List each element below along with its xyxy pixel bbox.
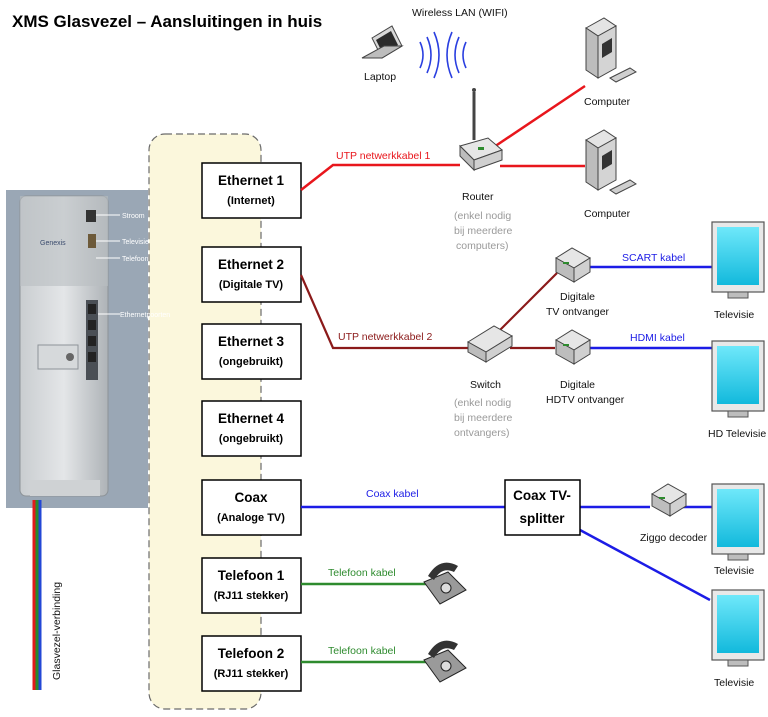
hdmi-label: HDMI kabel — [630, 332, 685, 344]
router-label: Router — [462, 191, 494, 203]
telephone-icon-1 — [423, 562, 467, 605]
utp1-cable — [300, 163, 460, 191]
port-name: Coax — [234, 490, 268, 505]
hdtv-receiver-label-1: Digitale — [560, 379, 595, 391]
coax-splitter-box — [504, 479, 581, 536]
ziggo-label: Ziggo decoder — [640, 532, 708, 544]
utp2-cable — [299, 274, 470, 350]
port-name: Ethernet 3 — [218, 334, 285, 349]
computer-icon-2 — [585, 129, 637, 195]
router-note-1: (enkel nodig — [454, 210, 511, 222]
fiber-wires — [32, 500, 42, 690]
cables — [299, 84, 712, 664]
tel1-label: Telefoon kabel — [328, 567, 396, 579]
device-label-televisie: Televisie — [122, 239, 149, 246]
port-name: Ethernet 4 — [218, 411, 285, 426]
tv-hd-label: HD Televisie — [708, 428, 766, 440]
port-box-frame — [201, 323, 302, 380]
port-box-frame — [201, 635, 302, 692]
page-title: XMS Glasvezel – Aansluitingen in huis — [12, 12, 322, 31]
port-box: Telefoon 2 (RJ11 stekker) — [201, 635, 302, 692]
port-subtitle: (Analoge TV) — [217, 512, 285, 524]
port-box: Telefoon 1 (RJ11 stekker) — [201, 557, 302, 614]
device-label-stroom: Stroom — [122, 213, 145, 220]
device-label-telefoon: Telefoon — [122, 256, 149, 263]
switch-note-2: bij meerdere — [454, 412, 513, 424]
switch-note-3: ontvangers) — [454, 427, 509, 439]
tv-receiver-label-2: TV ontvanger — [546, 306, 610, 318]
port-box: Ethernet 2 (Digitale TV) — [201, 246, 302, 303]
port-box: Ethernet 3 (ongebruikt) — [201, 323, 302, 380]
television-icon — [711, 340, 765, 418]
splitter-label-2: splitter — [519, 511, 565, 526]
switch-note-1: (enkel nodig — [454, 397, 511, 409]
port-subtitle: (RJ11 stekker) — [214, 590, 289, 602]
switch-icon — [467, 325, 513, 363]
telephone-icon-2 — [423, 640, 467, 683]
splitter-tv3-cable — [579, 528, 711, 602]
fiber-label: Glasvezel-verbinding — [51, 582, 63, 680]
ports-group: Ethernet 1 (Internet) Ethernet 2 (Digitale … — [201, 162, 302, 692]
tv3-label: Televisie — [714, 677, 754, 689]
router-note-3: computers) — [456, 240, 509, 252]
port-box: Ethernet 1 (Internet) — [201, 162, 302, 219]
port-box-frame — [201, 246, 302, 303]
router-icon — [459, 88, 503, 172]
port-subtitle: (Digitale TV) — [219, 279, 284, 291]
computer2-label: Computer — [584, 208, 631, 220]
television-icon — [711, 483, 765, 561]
utp2-label: UTP netwerkkabel 2 — [338, 331, 433, 343]
port-name: Telefoon 1 — [218, 568, 285, 583]
tel2-label: Telefoon kabel — [328, 645, 396, 657]
televisions — [711, 221, 765, 667]
laptop-label: Laptop — [364, 71, 396, 83]
port-name: Telefoon 2 — [218, 646, 285, 661]
laptop-icon — [361, 25, 404, 59]
ziggo-decoder-icon — [651, 483, 687, 517]
port-subtitle: (RJ11 stekker) — [214, 668, 289, 680]
switch-label: Switch — [470, 379, 501, 391]
port-name: Ethernet 2 — [218, 257, 284, 272]
computer-icon-1 — [585, 17, 637, 83]
device-brand: Genexis — [40, 240, 66, 247]
tv2-label: Televisie — [714, 565, 754, 577]
port-box-frame — [201, 400, 302, 457]
port-subtitle: (Internet) — [227, 195, 275, 207]
port-box-frame — [201, 557, 302, 614]
splitter-label-1: Coax TV- — [513, 488, 571, 503]
wifi-label: Wireless LAN (WIFI) — [412, 7, 508, 19]
switch-tvreceiver-cable — [492, 272, 558, 338]
device-label-ethernetpoorten: Ethernetpoorten — [120, 312, 170, 319]
port-box-frame — [201, 162, 302, 219]
hdtv-receiver-label-2: HDTV ontvanger — [546, 394, 625, 406]
port-subtitle: (ongebruikt) — [219, 433, 283, 445]
coax-label: Coax kabel — [366, 488, 419, 500]
wifi-waves-icon — [419, 31, 467, 79]
hdtv-receiver-icon — [555, 329, 591, 365]
router-computer1-cable — [487, 84, 586, 153]
television-icon — [711, 589, 765, 667]
tv1-label: Televisie — [714, 309, 754, 321]
tv-receiver-label-1: Digitale — [560, 291, 595, 303]
scart-label: SCART kabel — [622, 252, 685, 264]
modem-device: Genexis Stroom Televisie Telefoon Ethern… — [6, 190, 170, 508]
television-icon — [711, 221, 765, 299]
port-name: Ethernet 1 — [218, 173, 285, 188]
computer1-label: Computer — [584, 96, 631, 108]
port-box: Ethernet 4 (ongebruikt) — [201, 400, 302, 457]
port-box-frame — [201, 479, 302, 536]
tv-receiver-icon — [555, 247, 591, 283]
utp1-label: UTP netwerkkabel 1 — [336, 150, 431, 162]
port-box: Coax (Analoge TV) — [201, 479, 302, 536]
router-note-2: bij meerdere — [454, 225, 513, 237]
port-subtitle: (ongebruikt) — [219, 356, 283, 368]
